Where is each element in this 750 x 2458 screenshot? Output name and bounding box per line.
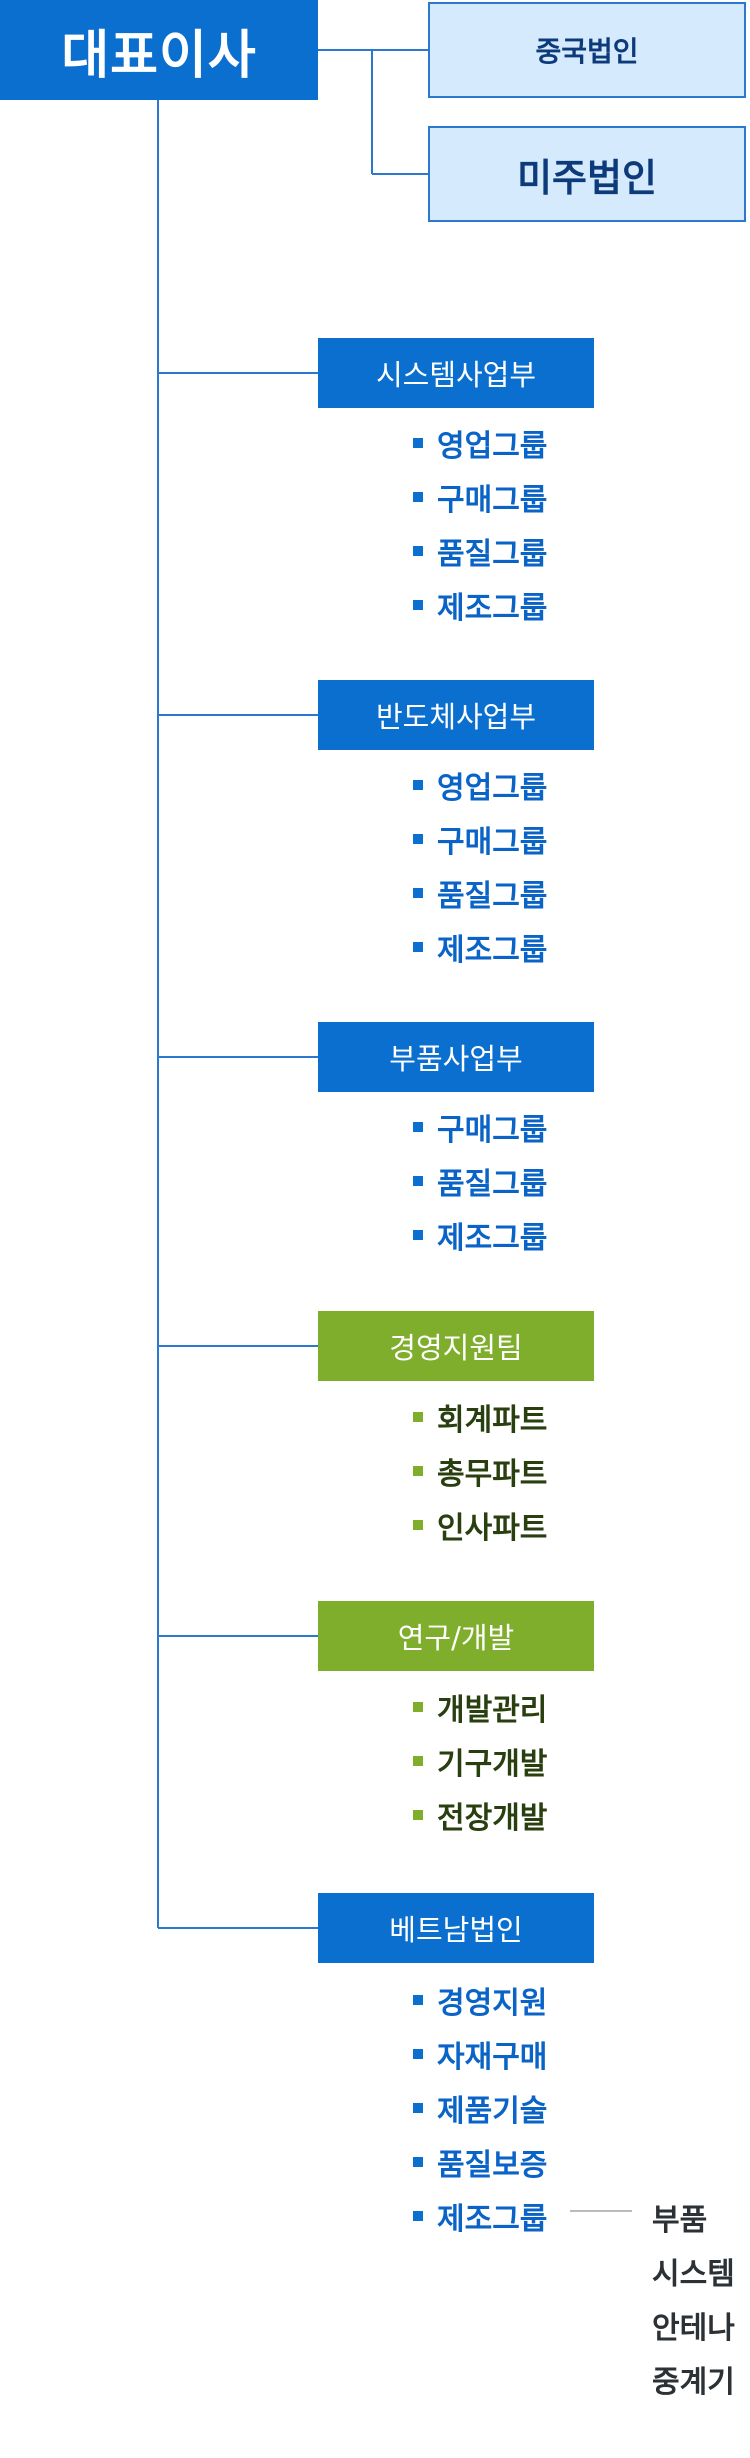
group-label: 품질보증 xyxy=(437,2148,548,2183)
square-bullet-icon xyxy=(413,2157,423,2167)
group-item: 구매그룹 xyxy=(413,812,547,866)
group-label: 품질그룹 xyxy=(437,879,548,914)
dept-group-list: 개발관리 기구개발 전장개발 xyxy=(413,1680,547,1842)
group-label: 총무파트 xyxy=(437,1457,548,1492)
group-label: 제조그룹 xyxy=(437,591,548,626)
square-bullet-icon xyxy=(413,1230,423,1240)
square-bullet-icon xyxy=(413,942,423,952)
square-bullet-icon xyxy=(413,1810,423,1820)
subsidiary-usa: 미주법인 xyxy=(428,126,746,222)
group-label: 인사파트 xyxy=(437,1511,548,1546)
square-bullet-icon xyxy=(413,1466,423,1476)
group-item: 인사파트 xyxy=(413,1498,547,1552)
square-bullet-icon xyxy=(413,2211,423,2221)
group-label: 영업그룹 xyxy=(437,429,548,464)
square-bullet-icon xyxy=(413,1520,423,1530)
group-label: 구매그룹 xyxy=(437,483,548,518)
dept-label: 반도체사업부 xyxy=(375,700,537,734)
group-item: 제조그룹 xyxy=(413,2189,547,2243)
group-label: 품질그룹 xyxy=(437,1167,548,1202)
dept-group-list: 경영지원 자재구매 제품기술 품질보증 제조그룹 xyxy=(413,1973,547,2243)
square-bullet-icon xyxy=(413,1995,423,2005)
product-item: 시스템 xyxy=(652,2257,735,2292)
dept-research-development: 연구/개발 xyxy=(318,1601,594,1671)
subsidiary-label: 미주법인 xyxy=(517,155,657,200)
group-item: 경영지원 xyxy=(413,1973,547,2027)
square-bullet-icon xyxy=(413,492,423,502)
dept-vietnam-subsidiary: 베트남법인 xyxy=(318,1893,594,1963)
group-item: 구매그룹 xyxy=(413,470,547,524)
square-bullet-icon xyxy=(413,1122,423,1132)
dept-group-list: 구매그룹 품질그룹 제조그룹 xyxy=(413,1100,547,1262)
group-label: 제품기술 xyxy=(437,2094,548,2129)
ceo-label: 대표이사 xyxy=(61,25,257,86)
group-item: 총무파트 xyxy=(413,1444,547,1498)
dept-semiconductor-business: 반도체사업부 xyxy=(318,680,594,750)
subsidiary-label: 중국법인 xyxy=(535,35,639,68)
group-item: 회계파트 xyxy=(413,1390,547,1444)
square-bullet-icon xyxy=(413,1176,423,1186)
group-item: 제조그룹 xyxy=(413,920,547,974)
subsidiary-china: 중국법인 xyxy=(428,2,746,98)
group-item: 전장개발 xyxy=(413,1788,547,1842)
group-label: 품질그룹 xyxy=(437,537,548,572)
group-label: 구매그룹 xyxy=(437,825,548,860)
dept-group-list: 영업그룹 구매그룹 품질그룹 제조그룹 xyxy=(413,416,547,632)
square-bullet-icon xyxy=(413,834,423,844)
group-item: 품질그룹 xyxy=(413,866,547,920)
square-bullet-icon xyxy=(413,1756,423,1766)
dept-management-support: 경영지원팀 xyxy=(318,1311,594,1381)
group-label: 개발관리 xyxy=(437,1693,548,1728)
group-item: 구매그룹 xyxy=(413,1100,547,1154)
group-label: 제조그룹 xyxy=(437,1221,548,1256)
group-item: 영업그룹 xyxy=(413,416,547,470)
square-bullet-icon xyxy=(413,546,423,556)
square-bullet-icon xyxy=(413,888,423,898)
group-item: 품질그룹 xyxy=(413,524,547,578)
group-item: 영업그룹 xyxy=(413,758,547,812)
dept-label: 연구/개발 xyxy=(397,1621,515,1655)
square-bullet-icon xyxy=(413,438,423,448)
dept-label: 부품사업부 xyxy=(389,1042,523,1076)
group-item: 기구개발 xyxy=(413,1734,547,1788)
product-item: 부품 xyxy=(652,2203,708,2238)
dept-group-list: 회계파트 총무파트 인사파트 xyxy=(413,1390,547,1552)
group-label: 제조그룹 xyxy=(437,933,548,968)
dept-label: 베트남법인 xyxy=(389,1913,523,1947)
group-label: 기구개발 xyxy=(437,1747,548,1782)
group-item: 제조그룹 xyxy=(413,578,547,632)
group-item: 품질보증 xyxy=(413,2135,547,2189)
group-item: 개발관리 xyxy=(413,1680,547,1734)
dept-parts-business: 부품사업부 xyxy=(318,1022,594,1092)
square-bullet-icon xyxy=(413,2103,423,2113)
square-bullet-icon xyxy=(413,780,423,790)
square-bullet-icon xyxy=(413,1412,423,1422)
group-label: 영업그룹 xyxy=(437,771,548,806)
group-item: 제조그룹 xyxy=(413,1208,547,1262)
ceo-box: 대표이사 xyxy=(0,0,318,100)
manufacturing-product-list: 부품 시스템 안테나 중계기 xyxy=(652,2190,735,2406)
group-label: 제조그룹 xyxy=(437,2202,548,2237)
group-label: 회계파트 xyxy=(437,1403,548,1438)
group-item: 자재구매 xyxy=(413,2027,547,2081)
group-label: 구매그룹 xyxy=(437,1113,548,1148)
product-item: 중계기 xyxy=(652,2365,735,2400)
dept-label: 시스템사업부 xyxy=(375,358,537,392)
group-label: 경영지원 xyxy=(437,1986,548,2021)
dept-label: 경영지원팀 xyxy=(389,1331,523,1365)
product-item: 안테나 xyxy=(652,2311,735,2346)
dept-system-business: 시스템사업부 xyxy=(318,338,594,408)
dept-group-list: 영업그룹 구매그룹 품질그룹 제조그룹 xyxy=(413,758,547,974)
group-item: 제품기술 xyxy=(413,2081,547,2135)
square-bullet-icon xyxy=(413,1702,423,1712)
group-label: 전장개발 xyxy=(437,1801,548,1836)
group-label: 자재구매 xyxy=(437,2040,548,2075)
square-bullet-icon xyxy=(413,2049,423,2059)
group-item: 품질그룹 xyxy=(413,1154,547,1208)
square-bullet-icon xyxy=(413,600,423,610)
